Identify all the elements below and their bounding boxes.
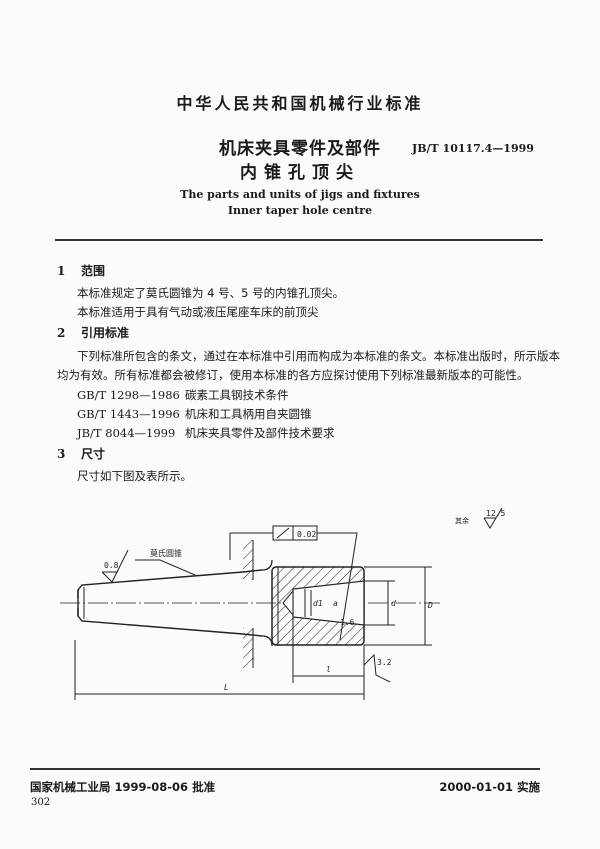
english-title: The parts and units of jigs and fixtures [180,188,420,201]
taper-label: 莫氏圆锥 [150,548,182,558]
dim-a: a [333,599,338,608]
reference-code: GB/T 1443—1996 [77,407,180,421]
issuing-organization: 中华人民共和国机械行业标准 [176,94,424,113]
section-3-heading: 3 尺寸 [57,445,105,462]
dim-d1: d1 [313,599,323,608]
section-title: 范围 [81,264,106,278]
technical-drawing: 莫氏圆锥 0.8 0.02 1.6 3.2 d1 a d D l L 其余 12… [60,507,505,700]
footer-divider [30,768,540,770]
section-title: 尺寸 [81,447,106,461]
dim-l: l [326,665,331,674]
section-number: 3 [57,447,66,461]
section-2-heading: 2 引用标准 [57,324,129,341]
dim-L: L [224,683,229,692]
dim-D: D [427,601,433,610]
section-2-intro: 下列标准所包含的条文，通过在本标准中引用而构成为本标准的条文。本标准出版时，所示… [77,349,560,363]
section-number: 1 [57,264,66,278]
reference-code: JB/T 8044—1999 [77,426,176,440]
roughness-taper: 0.8 [104,561,119,570]
reference-title: 机床夹具零件及部件技术要求 [185,426,335,440]
section-1-paragraph: 本标准规定了莫氏圆锥为 4 号、5 号的内锥孔顶尖。 [77,286,345,300]
reference-item: JB/T 8044—1999 机床夹具零件及部件技术要求 [77,423,335,443]
section-number: 2 [57,326,66,340]
reference-item: GB/T 1443—1996 机床和工具柄用自夹圆锥 [77,404,312,424]
dim-d: d [391,599,396,608]
standard-code: JB/T 10117.4—1999 [412,142,534,155]
section-1-heading: 1 范围 [57,262,105,279]
page-number: 302 [31,797,51,808]
effective-date: 2000-01-01 实施 [439,780,540,794]
document-title: 机床夹具零件及部件 [219,139,381,159]
other-roughness-value: 12.5 [486,509,505,518]
document-subtitle: 内锥孔顶尖 [240,163,360,183]
section-2-intro: 均为有效。所有标准都会被修订，使用本标准的各方应探讨使用下列标准最新版本的可能性… [57,368,529,382]
approval-info: 国家机械工业局 1999-08-06 批准 [30,780,216,794]
section-3-paragraph: 尺寸如下图及表所示。 [77,469,192,483]
reference-title: 机床和工具柄用自夹圆锥 [185,407,312,421]
reference-code: GB/T 1298—1986 [77,388,180,402]
english-subtitle: Inner taper hole centre [227,204,373,217]
reference-title: 碳素工具钢技术条件 [185,388,289,402]
header-divider [55,239,543,241]
section-1-paragraph: 本标准适用于具有气动或液压尾座车床的前顶尖 [77,305,319,319]
runout-tolerance: 0.02 [297,530,316,539]
roughness-symbol-icon [483,507,503,529]
section-title: 引用标准 [81,326,130,340]
reference-item: GB/T 1298—1986 碳素工具钢技术条件 [77,385,289,405]
roughness-inner: 1.6 [340,618,355,627]
roughness-face: 3.2 [377,658,392,667]
other-roughness-label: 其余 [455,516,469,525]
